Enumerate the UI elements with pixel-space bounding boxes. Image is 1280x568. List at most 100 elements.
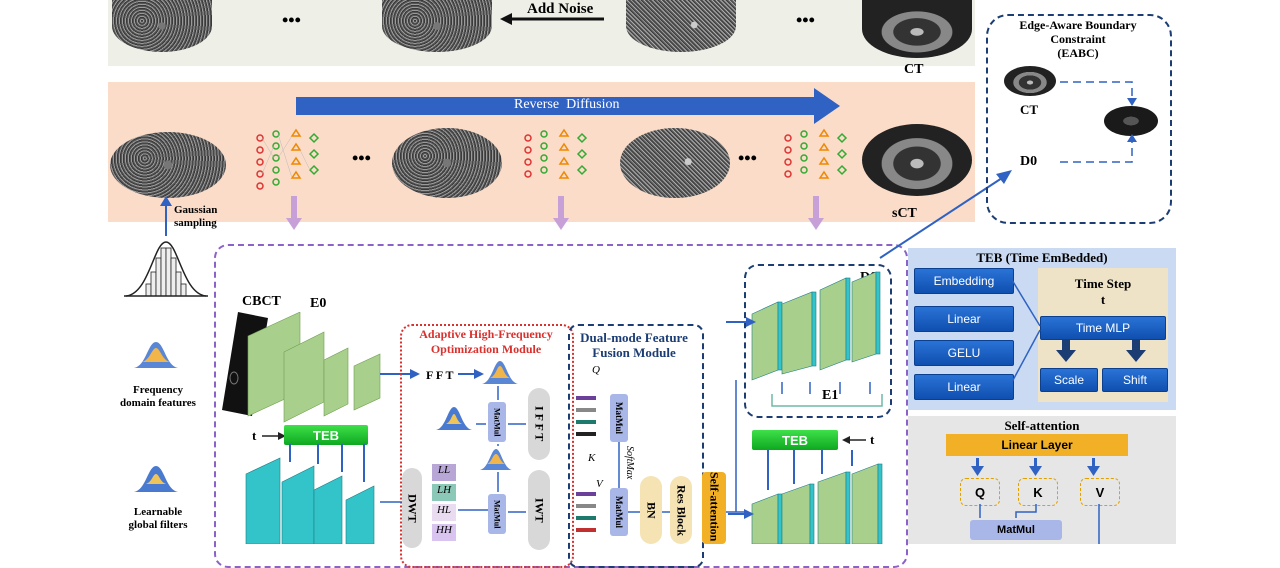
t-arrow-encoder xyxy=(262,432,286,440)
sct-label: sCT xyxy=(892,206,917,221)
sa-v-box: V xyxy=(1080,478,1120,506)
subband-hl: HL xyxy=(432,504,456,521)
e1-skip-connections xyxy=(771,382,883,407)
teb-block-decoder: TEB xyxy=(752,430,838,450)
encoder-e0-blocks xyxy=(247,312,381,423)
eabc-title: Edge-Aware Boundary Constraint (EABC) xyxy=(1019,18,1137,60)
iwt-block: IWT xyxy=(528,470,550,550)
self-attention-block: Self-attention xyxy=(702,472,726,544)
ct-label-top: CT xyxy=(904,62,924,77)
gaussian-noise-image xyxy=(110,132,226,198)
teb-panel-title: TEB (Time EmBedded) xyxy=(976,250,1108,265)
matmul-block-dmff-1: MatMul xyxy=(610,394,628,442)
cbct-label: CBCT xyxy=(242,294,281,309)
arrow-to-eabc xyxy=(879,170,1012,259)
t-label-encoder: t xyxy=(252,428,257,443)
encoder-teal-blocks xyxy=(245,444,375,544)
linear-layer-block: Linear Layer xyxy=(946,434,1128,456)
time-mlp-down-arrows xyxy=(1056,340,1146,362)
res-block: Res Block xyxy=(670,476,692,544)
sa-matmul-block: MatMul xyxy=(970,520,1062,540)
teb-gelu-button: GELU xyxy=(914,340,1014,366)
ellipsis-4: ••• xyxy=(738,148,757,168)
reverse-diffusion-label: Reverse Diffusion xyxy=(514,97,620,112)
learnable-filters-icon xyxy=(134,466,178,492)
e1-label: E1 xyxy=(822,388,839,403)
teb-embedding-button: Embedding xyxy=(914,268,1014,294)
network-glyph-2 xyxy=(524,128,588,179)
softmax-label: SoftMax xyxy=(624,446,635,480)
matmul-block-dmff-2: MatMul xyxy=(610,488,628,536)
frequency-features-icon-2 xyxy=(480,449,512,470)
arrow-down-2 xyxy=(553,196,569,230)
noise-image-1 xyxy=(112,0,212,52)
ct-image-top xyxy=(862,0,972,58)
reverse-diffusion-arrow xyxy=(296,88,840,124)
forward-process-panel xyxy=(108,0,975,66)
shift-button: Shift xyxy=(1102,368,1168,392)
ellipsis-2: ••• xyxy=(796,10,815,30)
dwt-block: DWT xyxy=(402,468,422,548)
frequency-features-label: Frequency domain features xyxy=(120,384,196,409)
arrow-to-d0 xyxy=(726,317,756,327)
gaussian-sampling-label: Gaussian sampling xyxy=(174,204,218,229)
network-glyph-1 xyxy=(256,128,320,190)
subband-hh: HH xyxy=(432,524,456,541)
arrow-to-decoder-bottom xyxy=(728,509,754,519)
ahfo-connectors xyxy=(380,386,526,513)
ellipsis-3: ••• xyxy=(352,148,371,168)
fft-arrow xyxy=(458,369,484,379)
gaussian-up-arrow xyxy=(160,196,172,236)
teb-linear-button-2: Linear xyxy=(914,374,1014,400)
eabc-connectors xyxy=(1060,81,1137,163)
e0-label: E0 xyxy=(310,296,327,311)
matmul-block-1: MatMul xyxy=(488,402,506,442)
k-label-dmff: K xyxy=(588,452,596,464)
time-mlp-button: Time MLP xyxy=(1040,316,1166,340)
v-feature-bars xyxy=(576,492,596,532)
dmff-title: Dual-mode Feature Fusion Module xyxy=(580,330,688,360)
network-glyph-3 xyxy=(784,128,848,179)
frequency-features-icon xyxy=(134,342,178,368)
learnable-filter-icon-1 xyxy=(436,407,472,430)
eabc-ct-image xyxy=(1004,66,1056,96)
decoder-bottom-blocks xyxy=(751,450,883,544)
q-feature-bars xyxy=(576,396,596,436)
teb-linear-button-1: Linear xyxy=(914,306,1014,332)
arrow-down-3 xyxy=(808,196,824,230)
fft-label: F F T xyxy=(426,368,454,382)
reverse-image-2 xyxy=(392,128,502,198)
linear-layer-arrows xyxy=(971,458,1100,476)
ellipsis-1: ••• xyxy=(282,10,301,30)
eabc-edge-image xyxy=(1104,106,1158,136)
arrow-down-1 xyxy=(286,196,302,230)
time-step-title: Time Step xyxy=(1074,276,1132,291)
eabc-panel xyxy=(986,14,1172,224)
time-step-t: t xyxy=(1100,292,1106,307)
eabc-d0-label: D0 xyxy=(1020,154,1038,169)
q-label-dmff: Q xyxy=(592,364,600,376)
sa-k-box: K xyxy=(1018,478,1058,506)
noise-image-3 xyxy=(626,0,736,52)
teb-panel-connectors xyxy=(1012,279,1041,383)
noise-image-2 xyxy=(382,0,492,52)
self-attention-panel-title: Self-attention xyxy=(1004,418,1080,433)
sa-q-box: Q xyxy=(960,478,1000,506)
decoder-d0-blocks xyxy=(751,271,881,381)
eabc-ct-label: CT xyxy=(1020,102,1039,117)
frequency-features-icon-fft xyxy=(482,361,518,384)
learnable-filters-label: Learnable global filters xyxy=(128,506,188,531)
t-label-decoder: t xyxy=(870,432,875,447)
arrow-to-fft xyxy=(380,369,420,379)
sa-connectors xyxy=(979,504,1100,544)
v-label-dmff: V xyxy=(596,478,603,490)
t-arrow-decoder xyxy=(842,436,866,444)
subband-lh: LH xyxy=(432,484,456,501)
reverse-image-3 xyxy=(620,128,730,198)
add-noise-label: Add Noise xyxy=(527,1,594,17)
sct-image xyxy=(862,124,972,196)
subband-list: LL LH HL HH xyxy=(432,464,456,541)
matmul-block-2: MatMul xyxy=(488,494,506,534)
add-noise-arrow xyxy=(500,13,604,25)
ifft-block: I F F T xyxy=(528,388,550,460)
